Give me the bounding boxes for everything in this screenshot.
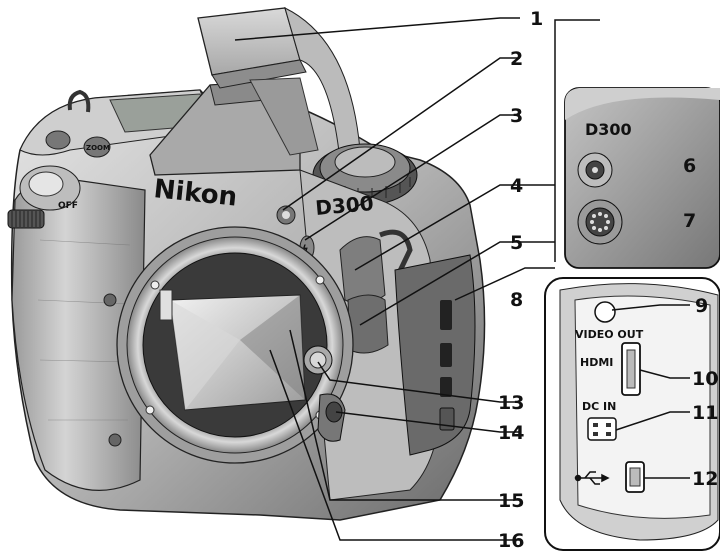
rubber-cover-lower xyxy=(347,294,389,354)
model-label: D300 xyxy=(314,191,374,220)
callout-13: 13 xyxy=(498,392,524,414)
side-model-label: D300 xyxy=(585,120,632,139)
callout-10: 10 xyxy=(692,368,718,390)
zoom-label: ZOOM xyxy=(86,144,110,152)
callout-16: 16 xyxy=(498,530,524,552)
callout-9: 9 xyxy=(695,295,708,317)
callout-1: 1 xyxy=(530,8,543,30)
callout-4: 4 xyxy=(510,175,523,197)
callout-15: 15 xyxy=(498,490,524,512)
callout-8: 8 xyxy=(510,289,523,311)
rubber-cover-upper xyxy=(339,236,386,305)
connector-panel: VIDEO OUT HDMI DC IN xyxy=(544,277,720,551)
connector-cover xyxy=(394,254,476,456)
hdmi-label: HDMI xyxy=(580,356,613,369)
shutter-release: OFF xyxy=(19,165,81,211)
callout-numbers: 1 2 3 4 5 6 7 8 9 10 11 12 13 14 15 16 xyxy=(498,8,718,552)
top-buttons: ZOOM xyxy=(45,130,111,158)
dc-in-port xyxy=(587,417,617,441)
callout-12: 12 xyxy=(692,468,718,490)
callout-5: 5 xyxy=(510,232,523,254)
video-out-port xyxy=(594,301,616,323)
callout-11: 11 xyxy=(692,402,718,424)
command-dial xyxy=(7,209,45,229)
usb-icon xyxy=(574,471,610,485)
video-out-label: VIDEO OUT xyxy=(575,328,644,341)
callout-7: 7 xyxy=(683,210,696,232)
callout-6: 6 xyxy=(683,155,696,177)
leader-lines xyxy=(234,17,680,541)
callout-14: 14 xyxy=(498,422,524,444)
dc-in-label: DC IN xyxy=(582,400,616,413)
callout-3: 3 xyxy=(510,105,523,127)
callout-2: 2 xyxy=(510,48,523,70)
side-terminal-panel: D300 xyxy=(564,87,720,269)
mode-dial xyxy=(312,143,418,206)
camera-body: OFF ZOOM Nikon xyxy=(7,7,486,521)
off-label: OFF xyxy=(58,201,78,211)
